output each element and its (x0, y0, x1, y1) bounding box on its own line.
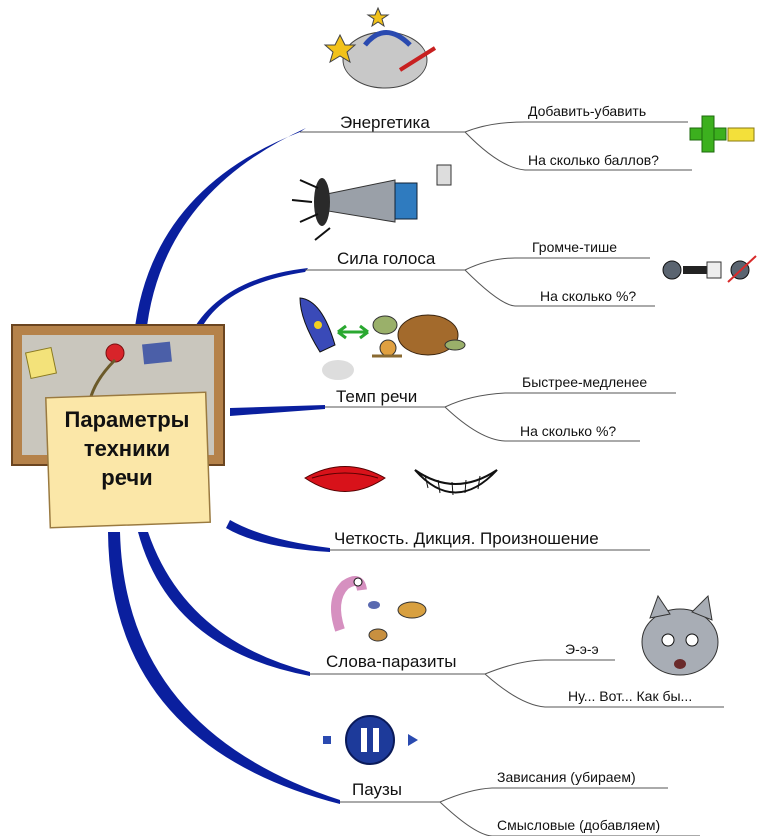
sublabel-energy-add: Добавить-убавить (528, 103, 647, 119)
connector-lines (300, 121, 724, 836)
connector-voice-loud (464, 257, 650, 271)
branch-label-energy: Энергетика (340, 113, 430, 132)
branch-line-pauses (108, 532, 340, 804)
connector-tempo-fast (444, 392, 676, 408)
insects-icon (368, 601, 427, 642)
connector-fillers-eee (484, 659, 615, 675)
snail-icon (372, 339, 402, 358)
push-pin-icon (105, 343, 125, 363)
sublabel-pauses-hang: Зависания (убираем) (497, 769, 636, 785)
branch-label-pauses: Паузы (352, 780, 402, 799)
pause-icon (323, 715, 418, 765)
branch-line-fillers (138, 532, 310, 676)
connector-tempo-percent (444, 406, 640, 442)
branch-line-diction (226, 520, 330, 552)
branch-label-fillers: Слова-паразиты (326, 652, 457, 671)
volume-icon (662, 255, 757, 283)
lips-icon (304, 466, 386, 492)
central-card (45, 391, 211, 529)
main-branches (108, 128, 340, 804)
sublabel-energy-score: На сколько баллов? (528, 152, 659, 168)
connector-voice-percent (464, 269, 655, 307)
sublabel-voice-loud: Громче-тише (532, 239, 617, 255)
connector-energy-score (464, 131, 692, 171)
branch-label-diction: Четкость. Дикция. Произношение (334, 529, 599, 548)
minus-icon (727, 127, 755, 142)
sublabel-voice-percent: На сколько %? (540, 288, 637, 304)
sublabel-tempo-fast: Быстрее-медленее (522, 374, 648, 390)
turtle-icon (372, 314, 466, 356)
sublabel-fillers-well: Ну... Вот... Как бы... (568, 688, 693, 704)
megaphone-icon (291, 164, 452, 241)
sublabel-fillers-eee: Э-э-э (565, 641, 599, 657)
central-topic-line-1: Параметры (64, 407, 190, 432)
connector-energy-add (464, 121, 688, 133)
explosion-icon (323, 6, 437, 89)
branch-line-tempo (230, 405, 325, 416)
connector-fillers-well (484, 673, 724, 708)
cat-icon (641, 594, 719, 676)
central-topic: Параметры техники речи (52, 405, 202, 492)
double-arrow-icon (337, 324, 369, 340)
central-topic-line-2: техники (83, 436, 171, 461)
central-topic-line-3: речи (101, 465, 153, 490)
rocket-icon (299, 297, 354, 380)
central-node (11, 324, 225, 529)
plus-icon (689, 115, 727, 153)
sublabel-tempo-percent: На сколько %? (520, 423, 617, 439)
smile-icon (414, 469, 498, 496)
branch-label-tempo: Темп речи (336, 387, 418, 406)
blue-note (142, 341, 172, 365)
branch-label-voice: Сила голоса (337, 249, 436, 268)
connector-pauses-hang (439, 787, 668, 803)
sublabel-pauses-meaning: Смысловые (добавляем) (497, 817, 661, 833)
sticky-note (24, 346, 58, 380)
worm-icon (331, 576, 367, 632)
